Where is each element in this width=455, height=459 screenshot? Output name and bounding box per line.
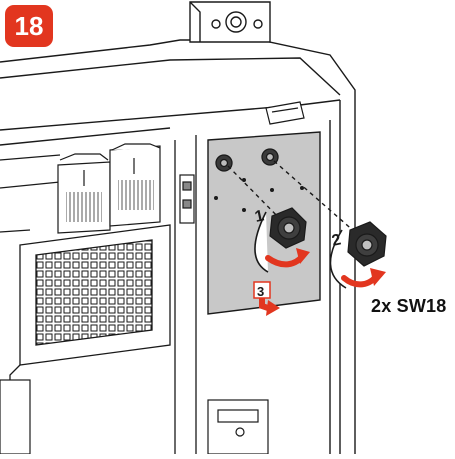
mounting-rail xyxy=(0,379,269,455)
hinge-clip xyxy=(265,101,305,125)
step-number-badge: 18 xyxy=(5,5,53,47)
nut-2 xyxy=(329,221,387,289)
ventilation-cover xyxy=(9,224,171,454)
tool-size-label: 2x SW18 xyxy=(371,296,447,316)
callout-2: 2 xyxy=(330,231,342,249)
removal-arrow xyxy=(253,281,280,316)
callout-1: 1 xyxy=(253,207,265,225)
alignment-lines xyxy=(227,160,365,241)
nut-1 xyxy=(254,207,310,273)
enclosure-frame xyxy=(0,135,197,454)
mounting-bracket xyxy=(189,1,271,43)
surge-protector-modules xyxy=(57,143,161,234)
terminal-block xyxy=(179,174,195,224)
threaded-studs xyxy=(215,148,279,172)
callout-3: 3 xyxy=(257,284,264,299)
